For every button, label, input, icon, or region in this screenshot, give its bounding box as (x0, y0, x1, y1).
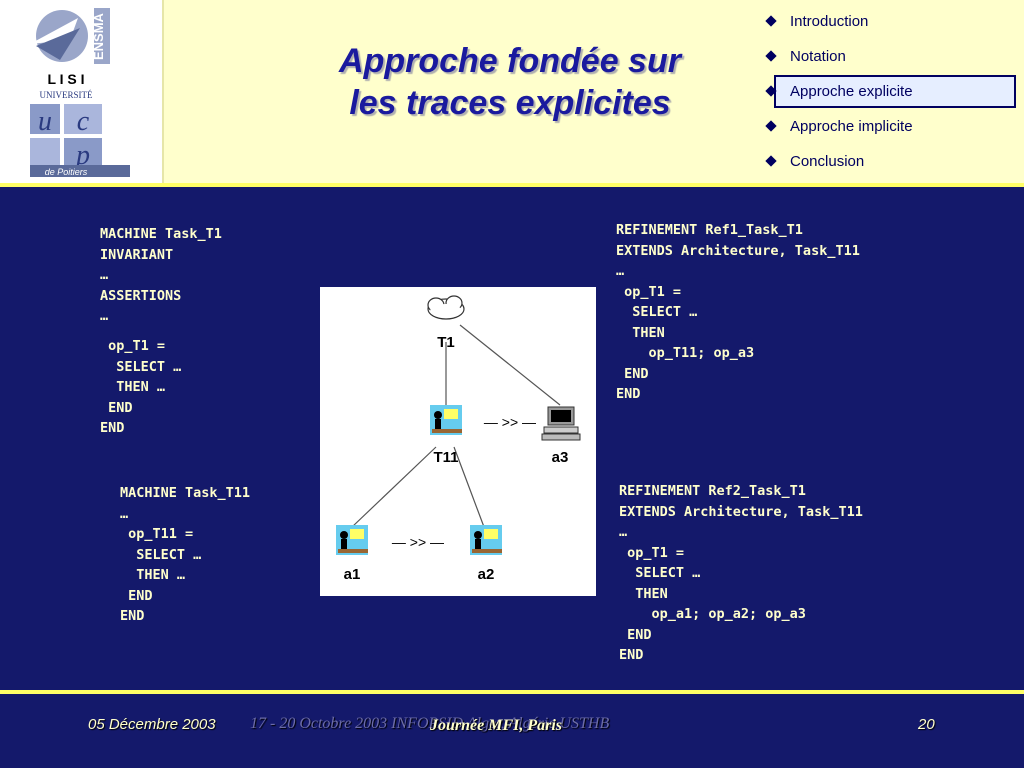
lisi-logo-graphic: ENSMA L I S I UNIVERSITÉ u c p de Poitie… (30, 8, 130, 177)
node-label-a3: a3 (552, 449, 569, 466)
enabling-operator-bottom: — >> — (392, 534, 444, 550)
nav-item-label: Conclusion (790, 153, 865, 170)
logo-separator (162, 0, 164, 183)
slide-title-line2: les traces explicites (349, 84, 671, 122)
slide-title-line1: Approche fondée sur (339, 42, 681, 80)
code-machine-task-t1: MACHINE Task_T1 INVARIANT … ASSERTIONS … (100, 226, 222, 324)
nav-item-label: Introduction (790, 13, 869, 30)
enabling-operator-top: — >> — (484, 414, 536, 430)
diamond-bullet-icon (765, 50, 777, 62)
task-tree-diagram: T1 T11 — >> — a3 a1 — >> — (320, 287, 596, 596)
page-number: 20 (918, 716, 935, 733)
outline-nav: Introduction Notation Approche explicite… (760, 4, 1020, 179)
application-task-computer-icon (541, 406, 581, 441)
node-label-t1: T1 (437, 334, 455, 351)
nav-item-notation[interactable]: Notation (760, 39, 1020, 74)
node-label-a2: a2 (478, 566, 495, 583)
diamond-bullet-icon (765, 120, 777, 132)
poitiers-text: de Poitiers (45, 167, 88, 177)
node-label-a1: a1 (344, 566, 361, 583)
footer-divider (0, 690, 1024, 694)
interaction-task-icon (470, 525, 502, 555)
node-label-t11: T11 (433, 449, 458, 466)
abstract-task-cloud-icon (427, 295, 465, 320)
svg-text:c: c (77, 106, 90, 137)
footer-event-label: Journée MFI, Paris (430, 717, 563, 734)
edge-t11-a2 (453, 446, 485, 528)
nav-item-conclusion[interactable]: Conclusion (760, 144, 1020, 179)
interaction-task-icon (430, 405, 462, 435)
universite-text: UNIVERSITÉ (40, 90, 93, 100)
svg-text:u: u (38, 106, 52, 137)
nav-item-approche-explicite[interactable]: Approche explicite (760, 74, 1020, 109)
nav-item-label: Notation (790, 48, 846, 65)
svg-text:p: p (74, 140, 90, 171)
diamond-bullet-icon (765, 155, 777, 167)
footer-event-overlap: 17 - 20 Octobre 2003 INFORSID Alger, Alg… (250, 715, 610, 732)
code-machine-task-t1-op: op_T1 = SELECT … THEN … END END (100, 338, 182, 436)
diamond-bullet-icon (765, 15, 777, 27)
slide-title: Approche fondée sur les traces explicite… (270, 40, 750, 124)
nav-item-approche-implicite[interactable]: Approche implicite (760, 109, 1020, 144)
code-refinement-ref2: REFINEMENT Ref2_Task_T1 EXTENDS Architec… (619, 483, 863, 663)
footer-date: 05 Décembre 2003 (88, 716, 216, 733)
nav-item-label: Approche explicite (790, 83, 913, 100)
code-machine-task-t11: MACHINE Task_T11 … op_T11 = SELECT … THE… (120, 485, 251, 624)
nav-item-introduction[interactable]: Introduction (760, 4, 1020, 39)
lisi-text: L I S I (47, 71, 84, 87)
code-refinement-ref1: REFINEMENT Ref1_Task_T1 EXTENDS Architec… (616, 222, 860, 402)
edge-t1-a3 (459, 324, 561, 406)
header-divider (0, 183, 1024, 187)
ensma-text: ENSMA (91, 12, 106, 60)
interaction-task-icon (336, 525, 368, 555)
edge-t11-a1 (351, 446, 437, 528)
nav-item-label: Approche implicite (790, 118, 913, 135)
lisi-logo: ENSMA L I S I UNIVERSITÉ u c p de Poitie… (0, 0, 162, 183)
